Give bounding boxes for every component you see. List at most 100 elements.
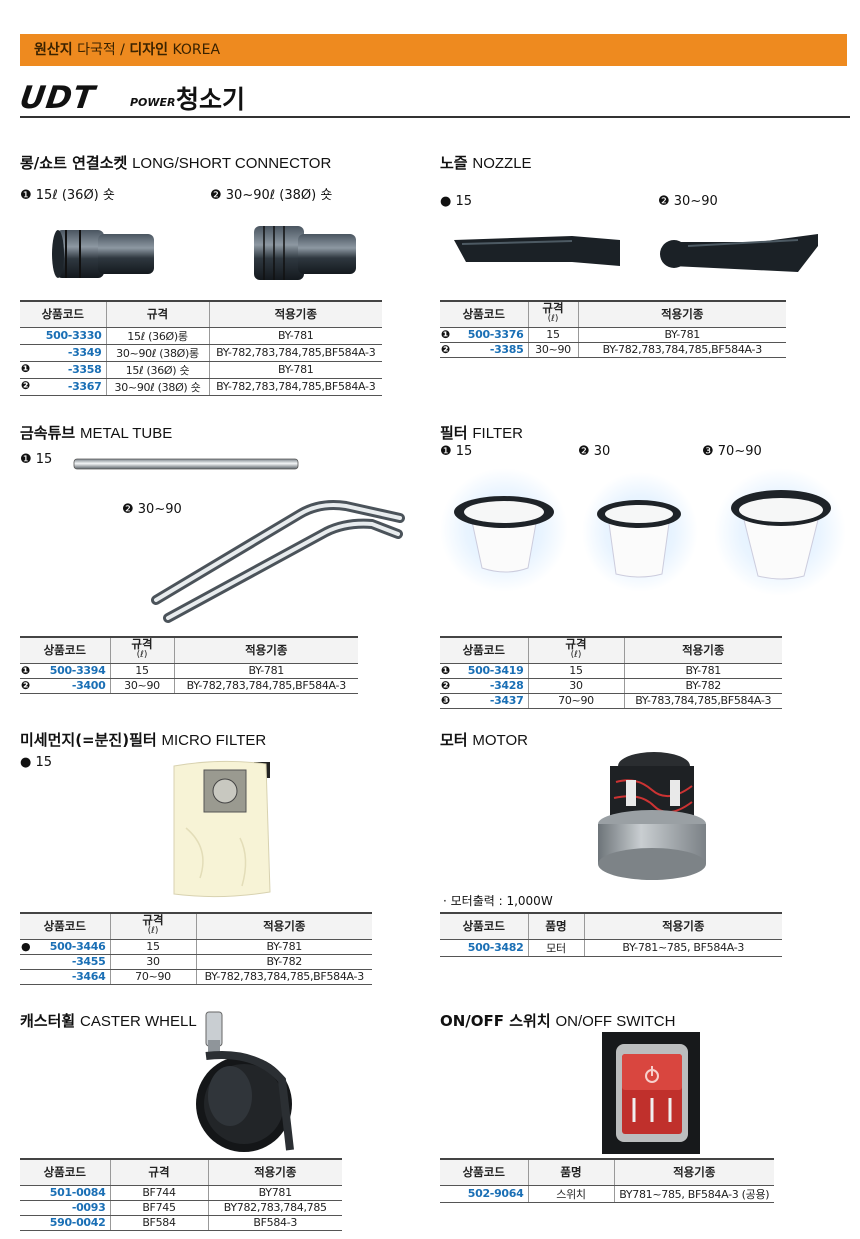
- spec-cell: 30~90ℓ (38Ø)롱: [105, 344, 209, 362]
- product-code: 500-3446: [49, 940, 106, 953]
- col-spec-unit: (ℓ): [547, 314, 559, 325]
- micro-filter-title: 미세먼지(=분진)필터 MICRO FILTER: [20, 729, 266, 750]
- origin-value: 다국적 /: [77, 42, 130, 58]
- col-model: 적용기종: [207, 1158, 342, 1186]
- product-code: -3428: [489, 679, 524, 692]
- product-code: -3437: [489, 694, 524, 707]
- col-spec-label: 규격: [565, 637, 587, 652]
- row-mark: ❷: [441, 342, 451, 356]
- model-cell: BY-783,784,785,BF584A-3: [623, 693, 782, 709]
- table-row: -3464 70~90 BY-782,783,784,785,BF584A-3: [20, 969, 372, 985]
- nozzle-title-en: NOZZLE: [472, 155, 532, 172]
- spec-cell: 15: [109, 939, 196, 955]
- filter-option-3: ❸ 70~90: [702, 444, 762, 459]
- col-model: 적용기종: [613, 1158, 774, 1186]
- model-cell: BY-782,783,784,785,BF584A-3: [195, 969, 372, 985]
- design-value: KOREA: [172, 42, 221, 58]
- product-code: -3455: [71, 955, 106, 968]
- micro-filter-option-1: ● 15: [20, 755, 53, 770]
- col-spec: 규격(ℓ): [109, 912, 196, 940]
- col-spec-unit: (ℓ): [147, 926, 159, 937]
- table-row: ❷-3428 30 BY-782: [440, 678, 782, 694]
- model-cell: BY781: [207, 1185, 342, 1201]
- row-mark: ❸: [441, 693, 451, 707]
- product-code: -0093: [71, 1201, 106, 1214]
- spec-cell: BF745: [109, 1200, 208, 1216]
- connector-table: 상품코드 규격 적용기종 500-3330 15ℓ (36Ø)롱 BY-781 …: [20, 300, 382, 396]
- motor-image: [598, 752, 706, 880]
- spec-cell: 15ℓ (36Ø) 숏: [105, 361, 209, 379]
- product-code: 502-9064: [467, 1187, 524, 1200]
- filter-title-en: FILTER: [472, 425, 523, 442]
- product-code: -3400: [71, 679, 106, 692]
- udt-logo: UDT: [17, 80, 98, 116]
- design-label: 디자인: [129, 42, 168, 58]
- row-mark: ❷: [21, 378, 31, 392]
- spec-cell: 30: [527, 678, 624, 694]
- table-row: ❷-3400 30~90 BY-782,783,784,785,BF584A-3: [20, 678, 358, 694]
- model-cell: BY-781~785, BF584A-3: [583, 939, 782, 957]
- table-row: ❸ -3437 70~90 BY-783,784,785,BF584A-3: [440, 693, 782, 709]
- nozzle-title: 노즐 NOZZLE: [440, 152, 532, 173]
- long-connector-image: [254, 226, 356, 280]
- caster-title: 캐스터휠 CASTER WHELL: [20, 1010, 197, 1031]
- row-mark: ❶: [441, 327, 451, 341]
- motor-table: 상품코드 품명 적용기종 500-3482 모터 BY-781~785, BF5…: [440, 912, 782, 957]
- table-row: 500-3482 모터 BY-781~785, BF584A-3: [440, 939, 782, 957]
- micro-filter-title-ko: 미세먼지(=분진)필터: [20, 731, 157, 749]
- product-code: 501-0084: [49, 1186, 106, 1199]
- table-row: ❷-3385 30~90 BY-782,783,784,785,BF584A-3: [440, 342, 786, 358]
- col-code: 상품코드: [20, 300, 106, 328]
- spec-cell: 15: [527, 327, 578, 343]
- col-code: 상품코드: [440, 300, 528, 328]
- model-cell: BY-781: [195, 939, 372, 955]
- switch-title-en: ON/OFF SWITCH: [555, 1013, 676, 1030]
- name-cell: 스위치: [527, 1185, 614, 1203]
- spec-cell: 30~90: [527, 342, 578, 358]
- motor-title-en: MOTOR: [472, 732, 528, 749]
- micro-filter-bag-image: [173, 760, 271, 898]
- brand-header: UDT POWER 청소기: [17, 74, 850, 118]
- caster-title-ko: 캐스터휠: [20, 1012, 76, 1030]
- product-code: 500-3394: [49, 664, 106, 677]
- model-cell: BY-781: [577, 327, 786, 343]
- col-spec: 규격(ℓ): [527, 300, 578, 328]
- model-cell: BY-781: [208, 361, 382, 379]
- name-cell: 모터: [527, 939, 584, 957]
- spec-cell: 15: [109, 663, 174, 679]
- on-off-switch-image: [602, 1032, 700, 1154]
- nozzle-option-1: ● 15: [440, 194, 473, 209]
- table-row: ❶-3358 15ℓ (36Ø) 숏 BY-781: [20, 361, 382, 379]
- model-cell: BY-782: [623, 678, 782, 694]
- table-row: -3455 30 BY-782: [20, 954, 372, 970]
- udt-logo-sub: POWER: [130, 96, 176, 109]
- model-cell: BF584-3: [207, 1215, 342, 1231]
- switch-table: 상품코드 품명 적용기종 502-9064 스위치 BY781~785, BF5…: [440, 1158, 774, 1203]
- model-cell: BY-782,783,784,785,BF584A-3: [208, 378, 382, 396]
- micro-filter-title-en: MICRO FILTER: [161, 732, 267, 749]
- model-cell: BY-781: [173, 663, 358, 679]
- model-cell: BY-782: [195, 954, 372, 970]
- col-model: 적용기종: [208, 300, 382, 328]
- col-code: 상품코드: [440, 636, 528, 664]
- connector-title-en: LONG/SHORT CONNECTOR: [132, 155, 332, 172]
- bent-tubes-image: [151, 500, 405, 623]
- table-row: ●500-3446 15 BY-781: [20, 939, 372, 955]
- table-row: ❷-3367 30~90ℓ (38Ø) 숏 BY-782,783,784,785…: [20, 378, 382, 396]
- col-model: 적용기종: [195, 912, 372, 940]
- spec-cell: BF744: [109, 1185, 208, 1201]
- connector-title-ko: 롱/쇼트 연결소켓: [20, 154, 128, 172]
- col-spec: 규격: [109, 1158, 208, 1186]
- model-cell: BY-782,783,784,785,BF584A-3: [577, 342, 786, 358]
- model-cell: BY-781: [623, 663, 782, 679]
- product-code: 500-3482: [467, 941, 524, 954]
- product-code: -3349: [67, 346, 102, 359]
- col-model: 적용기종: [577, 300, 786, 328]
- spec-cell: 70~90: [527, 693, 624, 709]
- filter-title-ko: 필터: [440, 424, 468, 442]
- col-spec: 규격(ℓ): [109, 636, 174, 664]
